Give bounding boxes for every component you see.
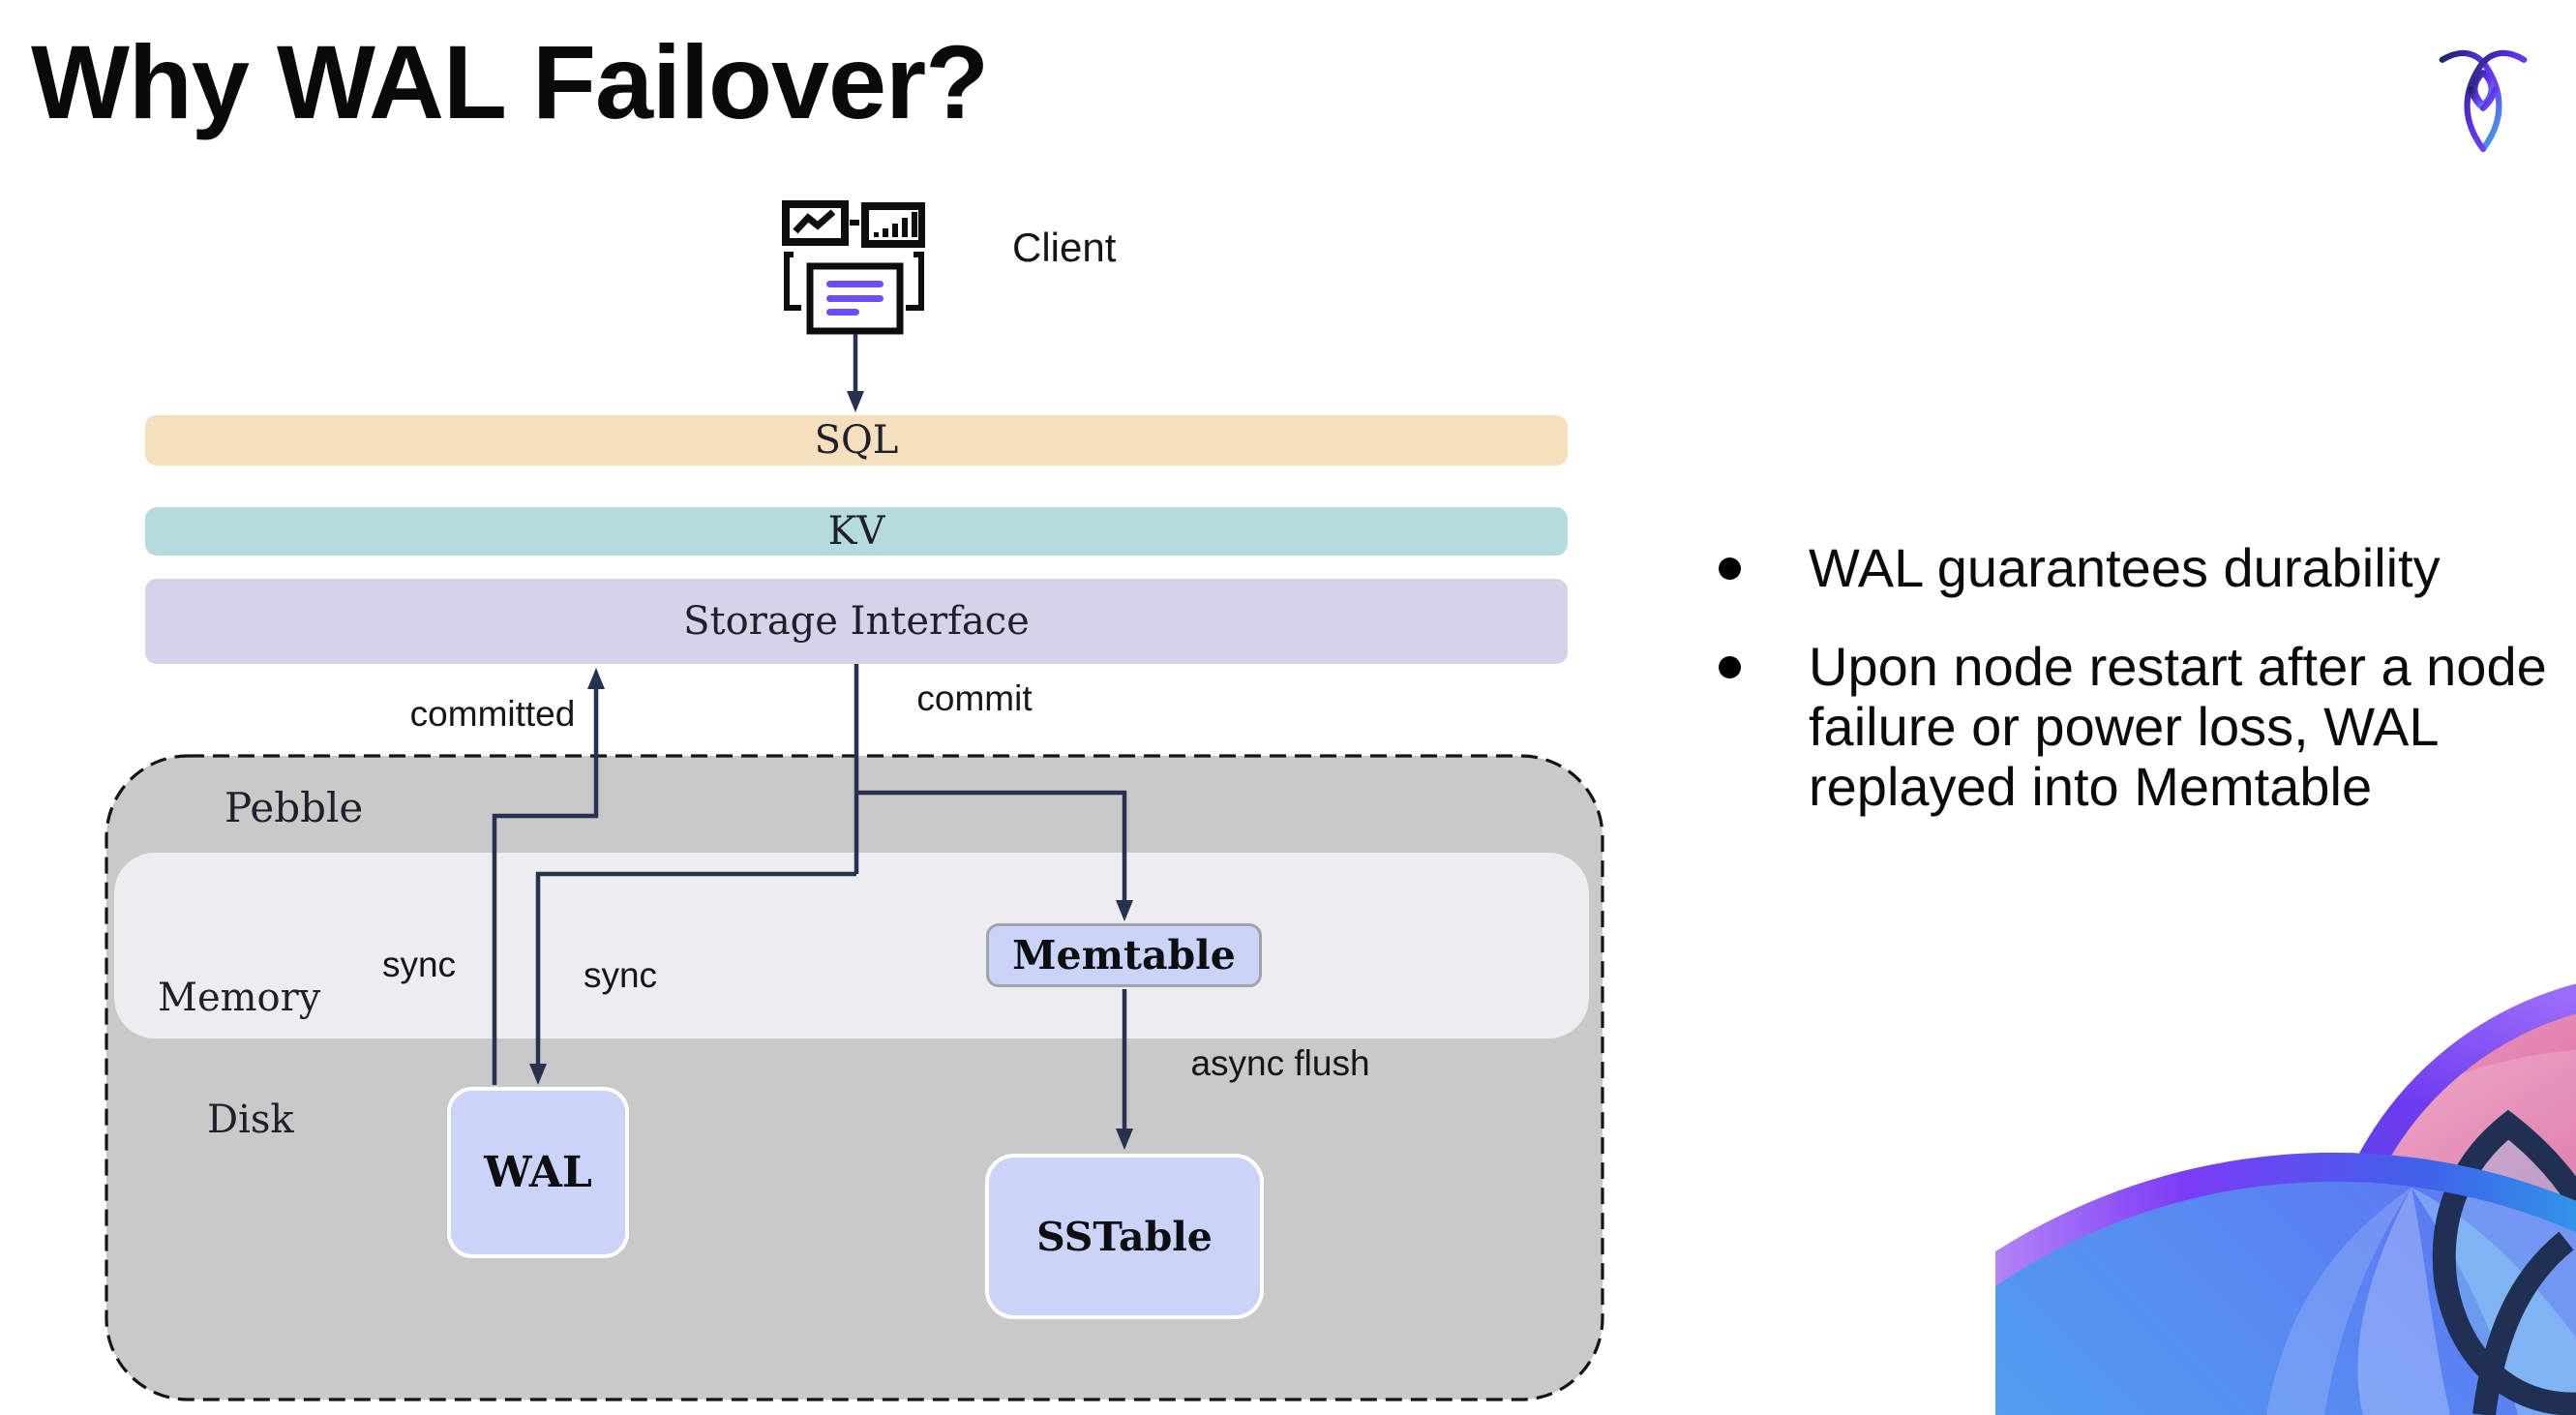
- memory-label: Memory: [158, 976, 321, 1020]
- edge-label-sync-right: sync: [583, 955, 658, 995]
- layer-kv-label: KV: [827, 509, 885, 554]
- layer-sql-label: SQL: [814, 418, 899, 463]
- page-title: Why WAL Failover?: [31, 23, 989, 140]
- bullet-dot-icon: [1719, 656, 1741, 678]
- bar-chart-icon: [861, 202, 925, 248]
- dash-connector: [850, 220, 859, 226]
- memtable-label: Memtable: [1012, 932, 1236, 978]
- bullet-text: Upon node restart after a node failure o…: [1809, 636, 2547, 817]
- node-memtable: Memtable: [986, 923, 1262, 987]
- bullet-list: WAL guarantees durability Upon node rest…: [1719, 538, 2561, 856]
- wal-label: WAL: [484, 1148, 592, 1197]
- bracket-icons: [784, 252, 924, 311]
- client-icon: [782, 200, 925, 335]
- memory-band: [114, 853, 1589, 1039]
- list-item: WAL guarantees durability: [1719, 538, 2561, 598]
- edge-label-async-flush: async flush: [1190, 1043, 1370, 1083]
- edge-sync-to-wal: [529, 871, 856, 1085]
- node-sstable: SSTable: [985, 1154, 1264, 1319]
- cockroachdb-logo-icon: [2439, 49, 2528, 153]
- layer-storage-interface: Storage Interface: [145, 579, 1568, 664]
- brand-graphic: [1995, 983, 2576, 1415]
- node-wal: WAL: [447, 1087, 629, 1258]
- list-item: Upon node restart after a node failure o…: [1719, 637, 2561, 817]
- disk-label: Disk: [207, 1098, 294, 1142]
- bullet-text: WAL guarantees durability: [1809, 537, 2441, 598]
- line-chart-icon: [782, 200, 849, 246]
- client-label: Client: [1012, 225, 1117, 270]
- layer-kv: KV: [145, 507, 1568, 556]
- edge-commit-to-memtable: [856, 790, 1133, 921]
- sstable-label: SSTable: [1036, 1213, 1213, 1260]
- pebble-label: Pebble: [225, 784, 364, 831]
- edge-label-sync-left: sync: [381, 945, 457, 984]
- layer-storage-label: Storage Interface: [683, 599, 1030, 644]
- edge-label-committed: committed: [409, 694, 576, 734]
- layer-sql: SQL: [145, 415, 1568, 466]
- document-icon: [806, 262, 904, 335]
- edge-label-commit: commit: [916, 678, 1033, 718]
- bullet-dot-icon: [1719, 557, 1741, 580]
- edge-wal-committed: [492, 668, 605, 1085]
